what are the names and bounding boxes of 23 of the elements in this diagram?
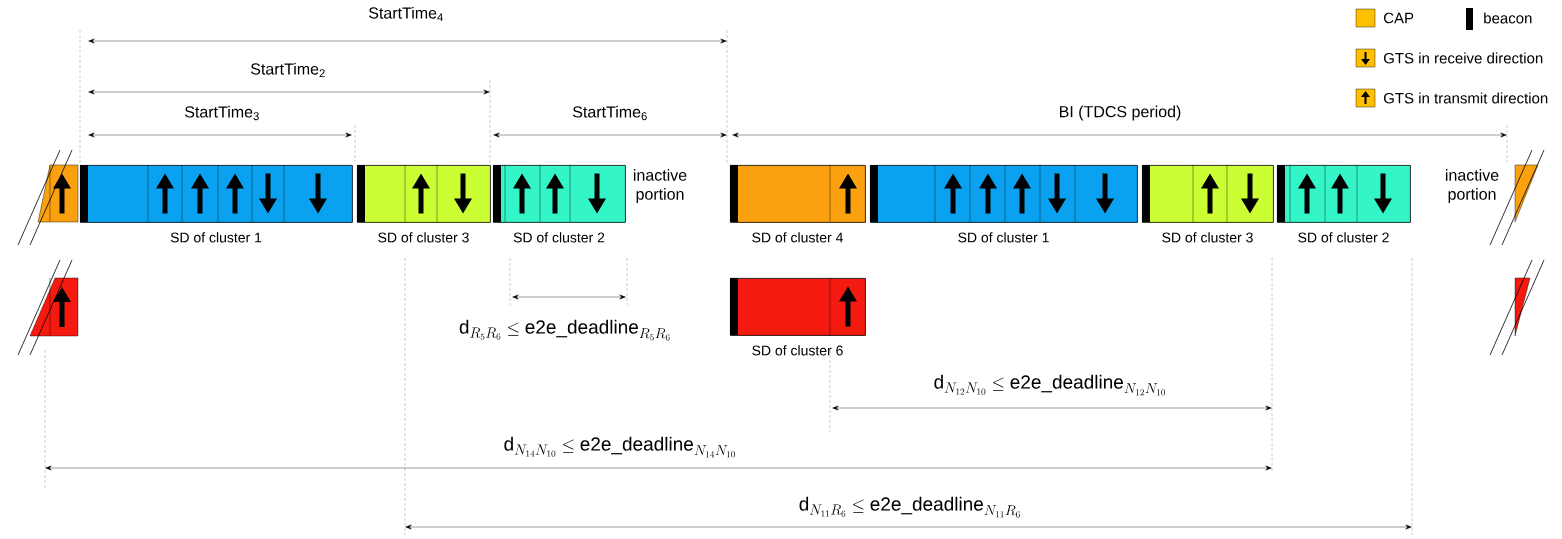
period-label: StartTime$_{6}$ xyxy=(573,105,647,121)
box-caption: SD of cluster 2 xyxy=(513,232,605,243)
period-label: BI (TDCS period) xyxy=(1060,105,1181,121)
constraint-label: $\textrm{d}_{R_5R_6} \leq \textrm{e2e\_deadline}_{R_5R_6}$ xyxy=(459,319,670,341)
box-caption: SD of cluster 3 xyxy=(1162,232,1253,243)
period-label: StartTime$_{4}$ xyxy=(369,6,443,22)
period-label: StartTime$_{3}$ xyxy=(185,105,259,121)
box-caption: SD of cluster 4 xyxy=(752,232,843,243)
box-caption: SD of cluster 1 xyxy=(958,232,1049,243)
box-caption: SD of cluster 6 xyxy=(752,345,843,356)
period-label: StartTime$_{2}$ xyxy=(251,62,325,78)
legend-label: beacon xyxy=(1484,12,1532,24)
legend-label: GTS in receive direction xyxy=(1383,52,1543,64)
legend-label: CAP xyxy=(1384,12,1414,24)
constraint-label: $\textrm{d}_{N_{12}N_{10}} \leq \textrm{e2e\_deadline}_{N_{12}N_{10}}$ xyxy=(934,374,1166,396)
period-label: inactive portion xyxy=(1445,169,1499,203)
box-caption: SD of cluster 2 xyxy=(1298,232,1389,243)
legend-label: GTS in transmit direction xyxy=(1383,92,1548,104)
box-caption: SD of cluster 1 xyxy=(170,232,262,243)
constraint-label: $\textrm{d}_{N_{14}N_{10}} \leq \textrm{e2e\_deadline}_{N_{14}N_{10}}$ xyxy=(504,436,736,458)
box-caption: SD of cluster 3 xyxy=(378,232,469,243)
period-label: inactive portion xyxy=(633,169,687,203)
constraint-label: $\textrm{d}_{N_{11}R_6} \leq \textrm{e2e\_deadline}_{N_{11}R_6}$ xyxy=(799,496,1020,518)
